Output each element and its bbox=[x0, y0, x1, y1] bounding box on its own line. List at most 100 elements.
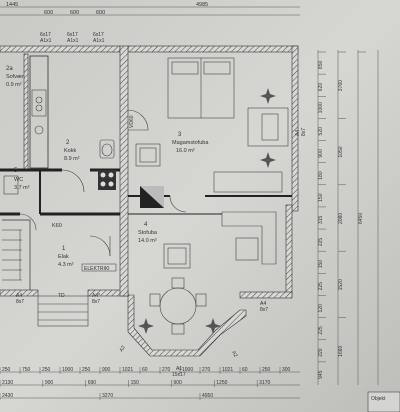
fireplace bbox=[140, 186, 164, 208]
dimension-value: 1000 bbox=[62, 367, 73, 373]
dimension-value: 2080 bbox=[338, 213, 344, 224]
dimension-value: 225 bbox=[318, 326, 324, 335]
dimension-value: 6450 bbox=[358, 213, 364, 224]
top-dim-total: 4985 bbox=[196, 2, 208, 8]
plant-symbols bbox=[138, 88, 276, 334]
door-swings bbox=[19, 109, 187, 257]
dimension-value: 250 bbox=[2, 367, 11, 373]
room-2a-area: 0.9 m² bbox=[6, 82, 22, 88]
dimension-value: 1021 bbox=[122, 367, 133, 373]
dimension-value: 1520 bbox=[338, 279, 344, 290]
stair-mark: TD bbox=[58, 293, 65, 299]
bottom-dim-row3: 2430 3270 4950 bbox=[0, 393, 213, 400]
dimension-value: 60 bbox=[242, 367, 248, 373]
dimension-value: 1000 bbox=[182, 367, 193, 373]
dimension-value: 250 bbox=[262, 367, 271, 373]
misc-labels: VD60 K60 ELEKTRIKI A4 8x7 A4* 8x7 A4 8x7… bbox=[16, 115, 307, 378]
a4-side-label: A4 bbox=[295, 130, 301, 136]
top-window-labels: 6x17 A1x1 6x17 A1x1 6x17 A1x1 bbox=[40, 32, 105, 44]
room-labels: 2a Sofvær 0.9 m² 2 Kokk 8.9 m² 3 Magamst… bbox=[6, 66, 209, 268]
room-5-number: 5 bbox=[14, 168, 18, 174]
window-3-code: A1x1 bbox=[93, 38, 105, 44]
dimension-value: 3270 bbox=[102, 393, 113, 399]
dimension-value: 900 bbox=[318, 149, 324, 158]
room-2-name: Kokk bbox=[64, 148, 76, 154]
room-1-area: 4.3 m² bbox=[58, 262, 74, 268]
living-room-furniture bbox=[149, 211, 277, 335]
top-dim-seg-3: 600 bbox=[96, 10, 105, 16]
a4-mid-label: A4* bbox=[92, 293, 100, 299]
dimension-value: 150 bbox=[131, 380, 140, 386]
dimension-value: 250 bbox=[42, 367, 51, 373]
dimension-value: 900 bbox=[45, 380, 54, 386]
top-dim-left: 1445 bbox=[6, 2, 18, 8]
dimension-value: 225 bbox=[318, 238, 324, 247]
bedroom-furniture bbox=[135, 57, 289, 193]
room-4-area: 14.0 m² bbox=[138, 238, 157, 244]
top-dim-seg-2: 600 bbox=[70, 10, 79, 16]
window-3-size: 6x17 bbox=[93, 32, 104, 38]
dimension-value: 150 bbox=[318, 260, 324, 269]
right-dim-col2: 3760 1050 2080 1520 1660 bbox=[338, 51, 346, 357]
room-4-number: 4 bbox=[144, 222, 148, 228]
a1-bottom-label: A1 bbox=[176, 366, 182, 372]
dimension-value: 220 bbox=[318, 348, 324, 357]
dimension-value: 250 bbox=[82, 367, 91, 373]
room-3-area: 16.0 m² bbox=[176, 148, 195, 154]
room-3-number: 3 bbox=[178, 132, 182, 138]
a4-left-label: A4 bbox=[16, 293, 22, 299]
a4-mid-size: 8x7 bbox=[92, 299, 100, 305]
dimension-value: 4950 bbox=[202, 393, 213, 399]
dimension-value: 900 bbox=[102, 367, 111, 373]
dimension-value: 1021 bbox=[222, 367, 233, 373]
window-2-code: A1x1 bbox=[67, 38, 79, 44]
dimension-value: 1660 bbox=[338, 345, 344, 356]
right-dim-col3: 6450 bbox=[358, 51, 366, 224]
room-2-area: 8.9 m² bbox=[64, 156, 80, 162]
dimension-value: 315 bbox=[318, 215, 324, 224]
top-dimensions: 1445 4985 600 600 600 bbox=[0, 2, 300, 16]
a2-right-label: A2 bbox=[230, 350, 238, 358]
dimension-value: 150 bbox=[318, 193, 324, 202]
dimension-value: 1050 bbox=[338, 146, 344, 157]
dimension-value: 945 bbox=[318, 370, 324, 379]
a4-side-size: 8x7 bbox=[301, 128, 307, 136]
dimension-value: 520 bbox=[318, 127, 324, 136]
title-block: Objekt bbox=[367, 391, 400, 412]
dimension-value: 270 bbox=[162, 367, 171, 373]
right-dim-col1: 8506201000520900180150315225150225120225… bbox=[318, 51, 326, 379]
room-1-number: 1 bbox=[62, 246, 66, 252]
bottom-dimensions bbox=[0, 371, 300, 399]
dimension-value: 270 bbox=[202, 367, 211, 373]
wc-fixtures bbox=[3, 139, 115, 195]
dimension-value: 300 bbox=[282, 367, 291, 373]
window-2-size: 6x17 bbox=[67, 32, 78, 38]
dimension-value: 3760 bbox=[338, 80, 344, 91]
dimension-value: 3170 bbox=[259, 380, 270, 386]
dimension-value: 180 bbox=[318, 171, 324, 180]
dimension-value: 1000 bbox=[318, 102, 324, 113]
dimension-value: 2430 bbox=[2, 393, 13, 399]
entry-steps bbox=[37, 295, 89, 327]
elektri-label: ELEKTRIKI bbox=[84, 266, 110, 272]
room-2-number: 2 bbox=[66, 140, 70, 146]
window-1-size: 6x17 bbox=[40, 32, 51, 38]
a4-right-label: A4 bbox=[260, 301, 266, 307]
top-dim-seg-1: 600 bbox=[44, 10, 53, 16]
stove bbox=[98, 170, 116, 190]
dimension-value: 1250 bbox=[216, 380, 227, 386]
obj-label: Objekt bbox=[371, 396, 386, 402]
stairs bbox=[2, 219, 31, 290]
right-dimensions bbox=[317, 50, 379, 385]
room-2a-name: Sofvær bbox=[6, 74, 24, 80]
room-5-name: WC bbox=[14, 177, 23, 183]
kitchen-counter bbox=[29, 55, 116, 190]
a2-left-label: A2 bbox=[119, 345, 127, 353]
dimension-value: 120 bbox=[318, 304, 324, 313]
dimension-value: 2130 bbox=[2, 380, 13, 386]
a1-bottom-size: 15x17 bbox=[172, 372, 186, 378]
room-4-name: Stofuba bbox=[138, 230, 158, 236]
